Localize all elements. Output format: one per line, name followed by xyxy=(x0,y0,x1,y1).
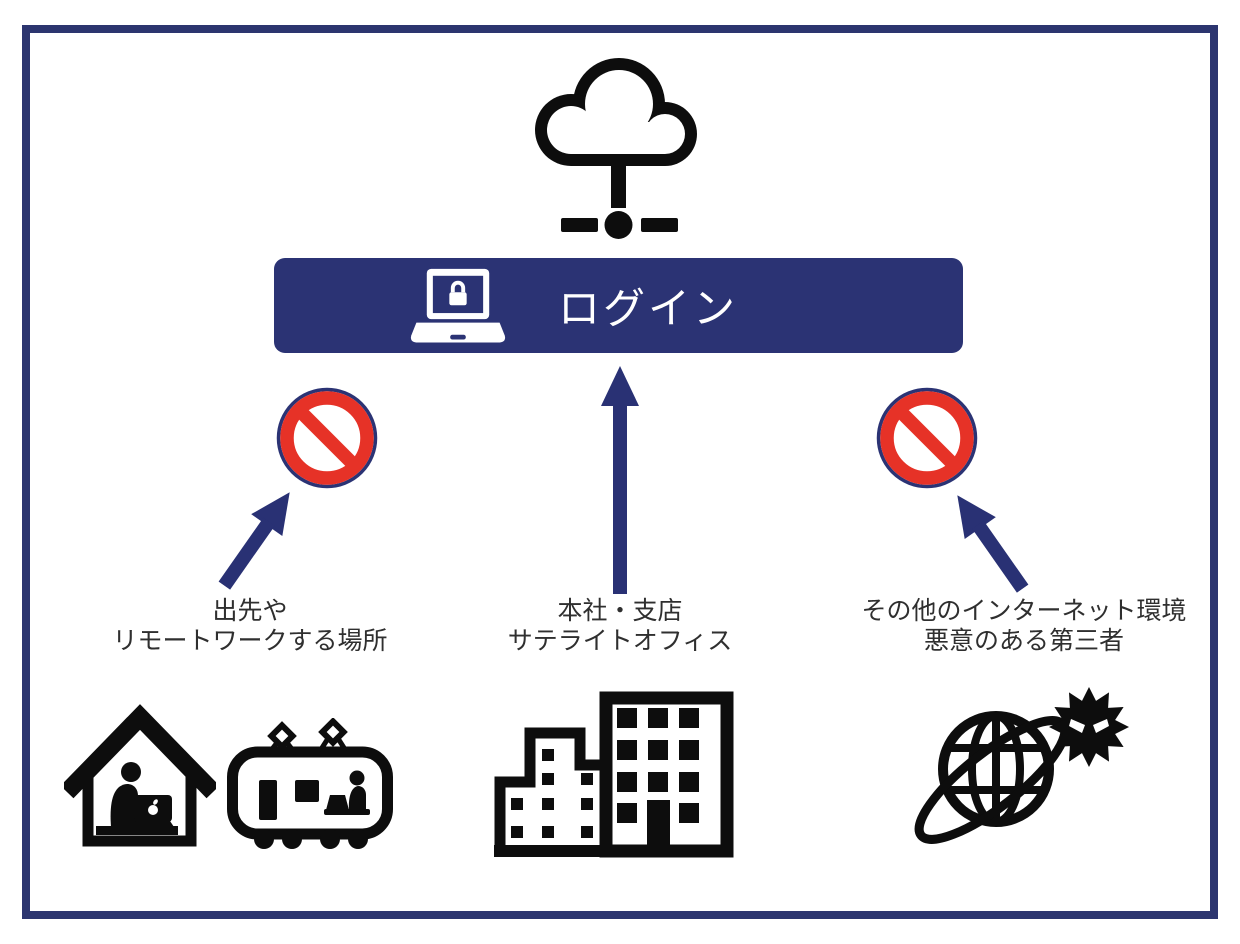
prohibited-sign-left-icon xyxy=(276,387,378,489)
login-label: ログイン xyxy=(558,285,739,332)
group-label-internet-line2: 悪意のある第三者 xyxy=(923,627,1124,655)
diagram-border xyxy=(22,25,1218,919)
cloud-network-icon xyxy=(535,58,697,239)
prohibited-sign-right-icon xyxy=(876,387,978,489)
globe-internet-icon xyxy=(914,711,1068,844)
train-worker-icon xyxy=(227,718,393,849)
group-label-remote-line1: 出先や xyxy=(212,597,288,625)
laptop-lock-icon xyxy=(410,268,506,343)
group-label-internet-line1: その他のインターネット環境 xyxy=(861,597,1187,625)
group-label-office-line2: サテライトオフィス xyxy=(507,627,733,655)
group-label-remote: 出先や リモートワークする場所 xyxy=(110,596,390,656)
login-banner: ログイン xyxy=(274,258,963,353)
group-label-office-line1: 本社・支店 xyxy=(557,597,683,625)
arrow-internet-to-login xyxy=(957,495,1029,593)
house-remote-worker-icon xyxy=(64,704,216,847)
arrow-office-to-login xyxy=(601,366,639,594)
arrow-remote-to-login xyxy=(218,492,290,590)
group-label-internet: その他のインターネット環境 悪意のある第三者 xyxy=(848,596,1200,656)
group-label-office: 本社・支店 サテライトオフィス xyxy=(480,596,760,656)
group-label-remote-line2: リモートワークする場所 xyxy=(112,627,388,655)
malware-virus-icon xyxy=(1049,687,1129,767)
office-buildings-icon xyxy=(494,691,734,858)
